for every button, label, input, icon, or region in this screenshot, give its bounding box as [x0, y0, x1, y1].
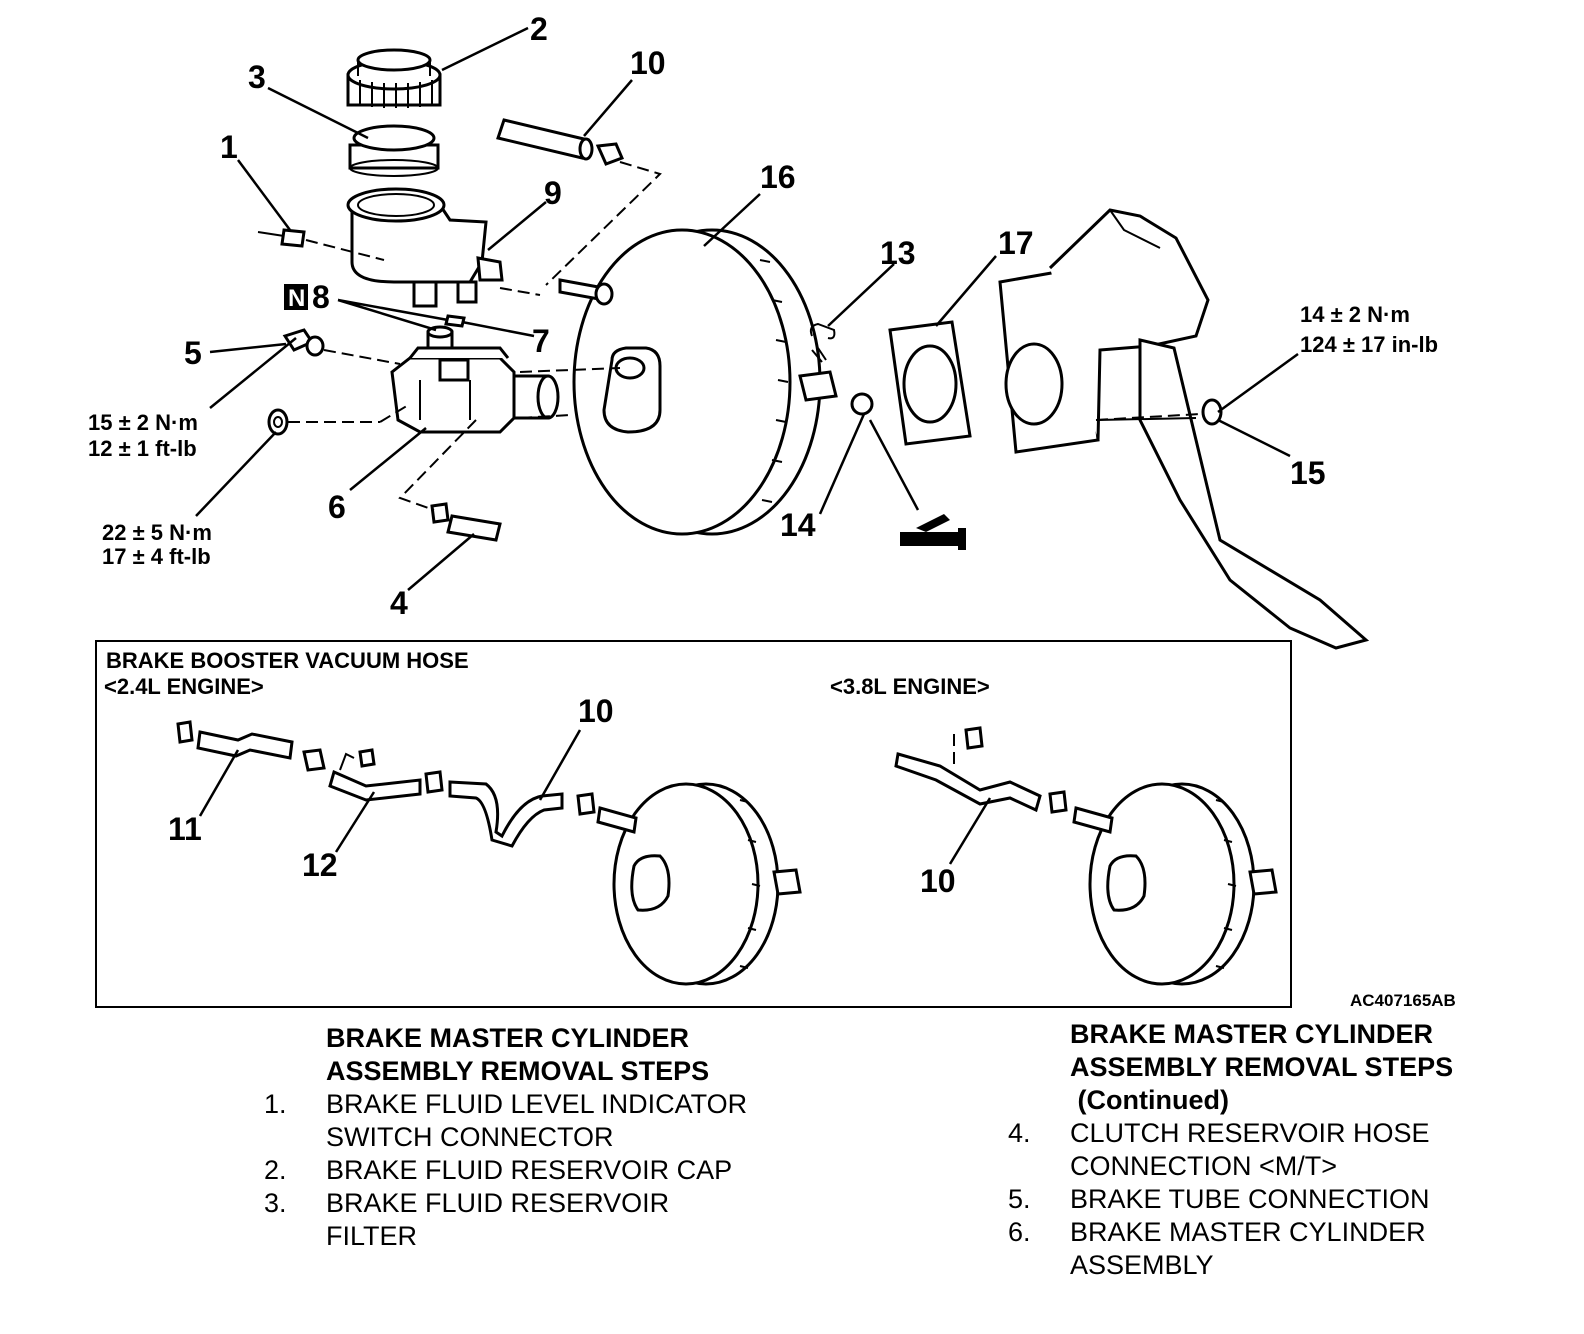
mounting-nut-illustration: [267, 408, 289, 436]
callout-13: 13: [880, 235, 916, 271]
booster-38-illustration: [1072, 782, 1278, 986]
step-text: BRAKE FLUID RESERVOIR FILTER: [326, 1188, 670, 1251]
snap-pin-illustration: [809, 322, 836, 340]
grease-icon: [900, 514, 966, 550]
callout-17: 17: [998, 225, 1034, 261]
removal-steps-right: BRAKE MASTER CYLINDER ASSEMBLY REMOVAL S…: [1008, 1018, 1508, 1282]
new-part-badge: [284, 284, 308, 310]
gasket-illustration: [888, 320, 972, 446]
callout-9: 9: [544, 175, 562, 211]
steps-right-heading-1: BRAKE MASTER CYLINDER: [1070, 1019, 1434, 1049]
step-number: 3.: [264, 1188, 287, 1218]
step-number: 6.: [1008, 1217, 1031, 1247]
callout-5: 5: [184, 335, 202, 371]
inset-callout-12: 12: [302, 847, 338, 883]
step-number: 4.: [1008, 1118, 1031, 1148]
removal-steps-left: BRAKE MASTER CYLINDER ASSEMBLY REMOVAL S…: [264, 1022, 784, 1253]
brake-booster-illustration: [558, 228, 838, 536]
step-item: 1. BRAKE FLUID LEVEL INDICATOR SWITCH CO…: [264, 1088, 784, 1154]
steps-left-heading-2: ASSEMBLY REMOVAL STEPS: [326, 1056, 710, 1086]
step-text: BRAKE FLUID RESERVOIR CAP: [326, 1155, 733, 1185]
callout-14: 14: [780, 507, 816, 543]
steps-left-heading-1: BRAKE MASTER CYLINDER: [326, 1023, 690, 1053]
callout-4: 4: [390, 585, 408, 621]
torque-5-metric: 15 ± 2 N·m: [88, 410, 198, 435]
master-cylinder-illustration: [390, 346, 560, 434]
steps-right-heading-3: (Continued): [1070, 1085, 1229, 1115]
reservoir-illustration: [346, 187, 504, 308]
step-text: CLUTCH RESERVOIR HOSE CONNECTION <M/T>: [1070, 1118, 1430, 1181]
hose-10-38-illustration: [894, 726, 1068, 814]
step-text: BRAKE FLUID LEVEL INDICATOR SWITCH CONNE…: [326, 1089, 748, 1152]
step-number: 1.: [264, 1089, 287, 1119]
vacuum-hose-inset-frame: [95, 640, 1292, 1008]
inset-callout-10-24: 10: [578, 693, 614, 729]
hose-10-24-illustration: [448, 780, 596, 848]
callout-8: 8: [312, 279, 330, 315]
figure-code: AC407165AB: [1350, 991, 1456, 1010]
step-number: 2.: [264, 1155, 287, 1185]
vacuum-hose-illustration: [496, 118, 624, 166]
inset-callout-10-38: 10: [920, 863, 956, 899]
torque-6-metric: 22 ± 5 N·m: [102, 520, 212, 545]
callout-1: 1: [220, 129, 238, 165]
steps-right-heading-2: ASSEMBLY REMOVAL STEPS: [1070, 1052, 1454, 1082]
reservoir-cap-illustration: [346, 48, 442, 108]
brake-tube-fitting-illustration: [282, 328, 325, 357]
step-text: BRAKE MASTER CYLINDER ASSEMBLY: [1070, 1217, 1426, 1280]
callout-2: 2: [530, 11, 548, 47]
pedal-nut-illustration: [1201, 398, 1223, 426]
step-text: BRAKE TUBE CONNECTION: [1070, 1184, 1430, 1214]
callout-10: 10: [630, 45, 666, 81]
torque-5-imperial: 12 ± 1 ft-lb: [88, 436, 197, 461]
pedal-bracket-illustration: [998, 208, 1370, 650]
booster-24-illustration: [596, 782, 802, 986]
callout-15: 15: [1290, 455, 1326, 491]
hose-11-illustration: [176, 720, 294, 760]
step-item: 2. BRAKE FLUID RESERVOIR CAP: [264, 1154, 784, 1187]
step-item: 5. BRAKE TUBE CONNECTION: [1008, 1183, 1508, 1216]
torque-15-metric: 14 ± 2 N·m: [1300, 302, 1410, 327]
inset-callout-11: 11: [168, 811, 202, 847]
callout-16: 16: [760, 159, 796, 195]
step-item: 4. CLUTCH RESERVOIR HOSE CONNECTION <M/T…: [1008, 1117, 1508, 1183]
torque-15-imperial: 124 ± 17 in-lb: [1300, 332, 1438, 357]
callout-6: 6: [328, 489, 346, 525]
engine-24-label: <2.4L ENGINE>: [104, 674, 264, 699]
callout-7: 7: [532, 323, 550, 359]
torque-6-imperial: 17 ± 4 ft-lb: [102, 544, 211, 569]
inset-title: BRAKE BOOSTER VACUUM HOSE: [106, 648, 469, 673]
step-item: 6. BRAKE MASTER CYLINDER ASSEMBLY: [1008, 1216, 1508, 1282]
grommet-illustration: [426, 314, 466, 352]
step-number: 5.: [1008, 1184, 1031, 1214]
step-item: 3. BRAKE FLUID RESERVOIR FILTER: [264, 1187, 784, 1253]
clevis-pin-illustration: [850, 392, 874, 416]
callout-3: 3: [248, 59, 266, 95]
reservoir-filter-illustration: [348, 124, 440, 177]
level-switch-connector-illustration: [257, 228, 306, 248]
new-part-badge-letter: N: [288, 285, 305, 312]
clutch-reservoir-hose-illustration: [430, 502, 502, 542]
hose-12-illustration: [302, 748, 444, 802]
engine-38-label: <3.8L ENGINE>: [830, 674, 990, 699]
